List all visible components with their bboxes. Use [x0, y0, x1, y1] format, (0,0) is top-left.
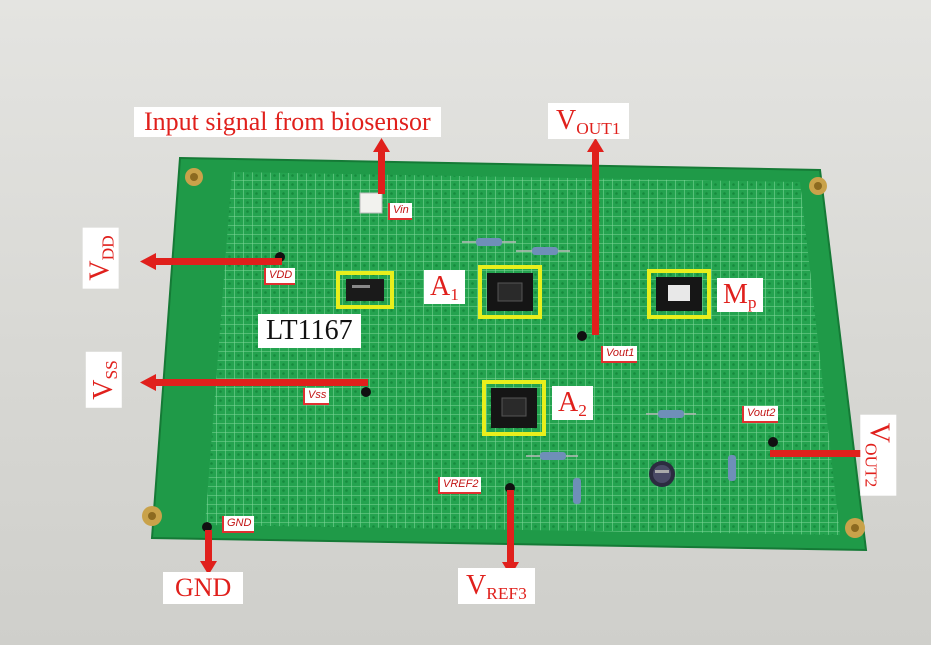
- tag-vref2: VREF2: [438, 477, 482, 495]
- mounting-screw-top-right: [809, 177, 827, 195]
- vref3-label: VREF3: [458, 568, 535, 604]
- probe-vss: [361, 387, 371, 397]
- mounting-screw-bottom-right: [845, 518, 865, 538]
- vss-label: VSS: [85, 352, 122, 408]
- tag-vout2: Vout2: [742, 406, 779, 424]
- probe-gnd: [202, 522, 212, 532]
- resistor-3: [646, 410, 696, 418]
- arrow-gnd: [200, 530, 217, 575]
- tag-gnd: GND: [222, 516, 255, 534]
- mp-highlight: [647, 269, 711, 319]
- lt1167-label: LT1167: [258, 314, 361, 348]
- tag-vdd: VDD: [264, 268, 296, 286]
- resistor-6: [728, 455, 736, 481]
- lt1167-highlight: [336, 271, 394, 309]
- vout1-label: VOUT1: [548, 103, 629, 139]
- resistor-2: [516, 247, 570, 255]
- arrow-vout1: [587, 138, 604, 335]
- resistor-1: [462, 238, 516, 246]
- arrow-input-signal: [373, 138, 390, 194]
- arrow-vss: [140, 374, 368, 391]
- a2-label: A2: [552, 386, 593, 420]
- probe-vout2: [768, 437, 778, 447]
- a1-highlight: [478, 265, 542, 319]
- lt1167-chip: [346, 279, 384, 301]
- probe-vout1: [577, 331, 587, 341]
- tag-vss: Vss: [303, 388, 330, 406]
- tag-vout1: Vout1: [601, 346, 638, 364]
- arrow-vdd: [140, 253, 282, 270]
- pcb-grid-area: [205, 172, 840, 535]
- gnd-label: GND: [163, 572, 244, 604]
- resistor-5: [573, 478, 581, 504]
- vin-connector: [359, 192, 383, 214]
- vdd-label: VDD: [82, 227, 119, 289]
- tag-vin: Vin: [388, 203, 412, 221]
- mounting-screw-top-left: [185, 168, 203, 186]
- vout2-label: VOUT2: [860, 414, 897, 496]
- resistor-4: [526, 452, 578, 460]
- mounting-screw-bottom-left: [142, 506, 162, 526]
- electrolytic-capacitor: [649, 461, 675, 487]
- a1-label: A1: [424, 270, 465, 304]
- mp-label: Mp: [717, 278, 763, 312]
- a2-highlight: [482, 380, 546, 436]
- input-signal-label: Input signal from biosensor: [134, 107, 441, 137]
